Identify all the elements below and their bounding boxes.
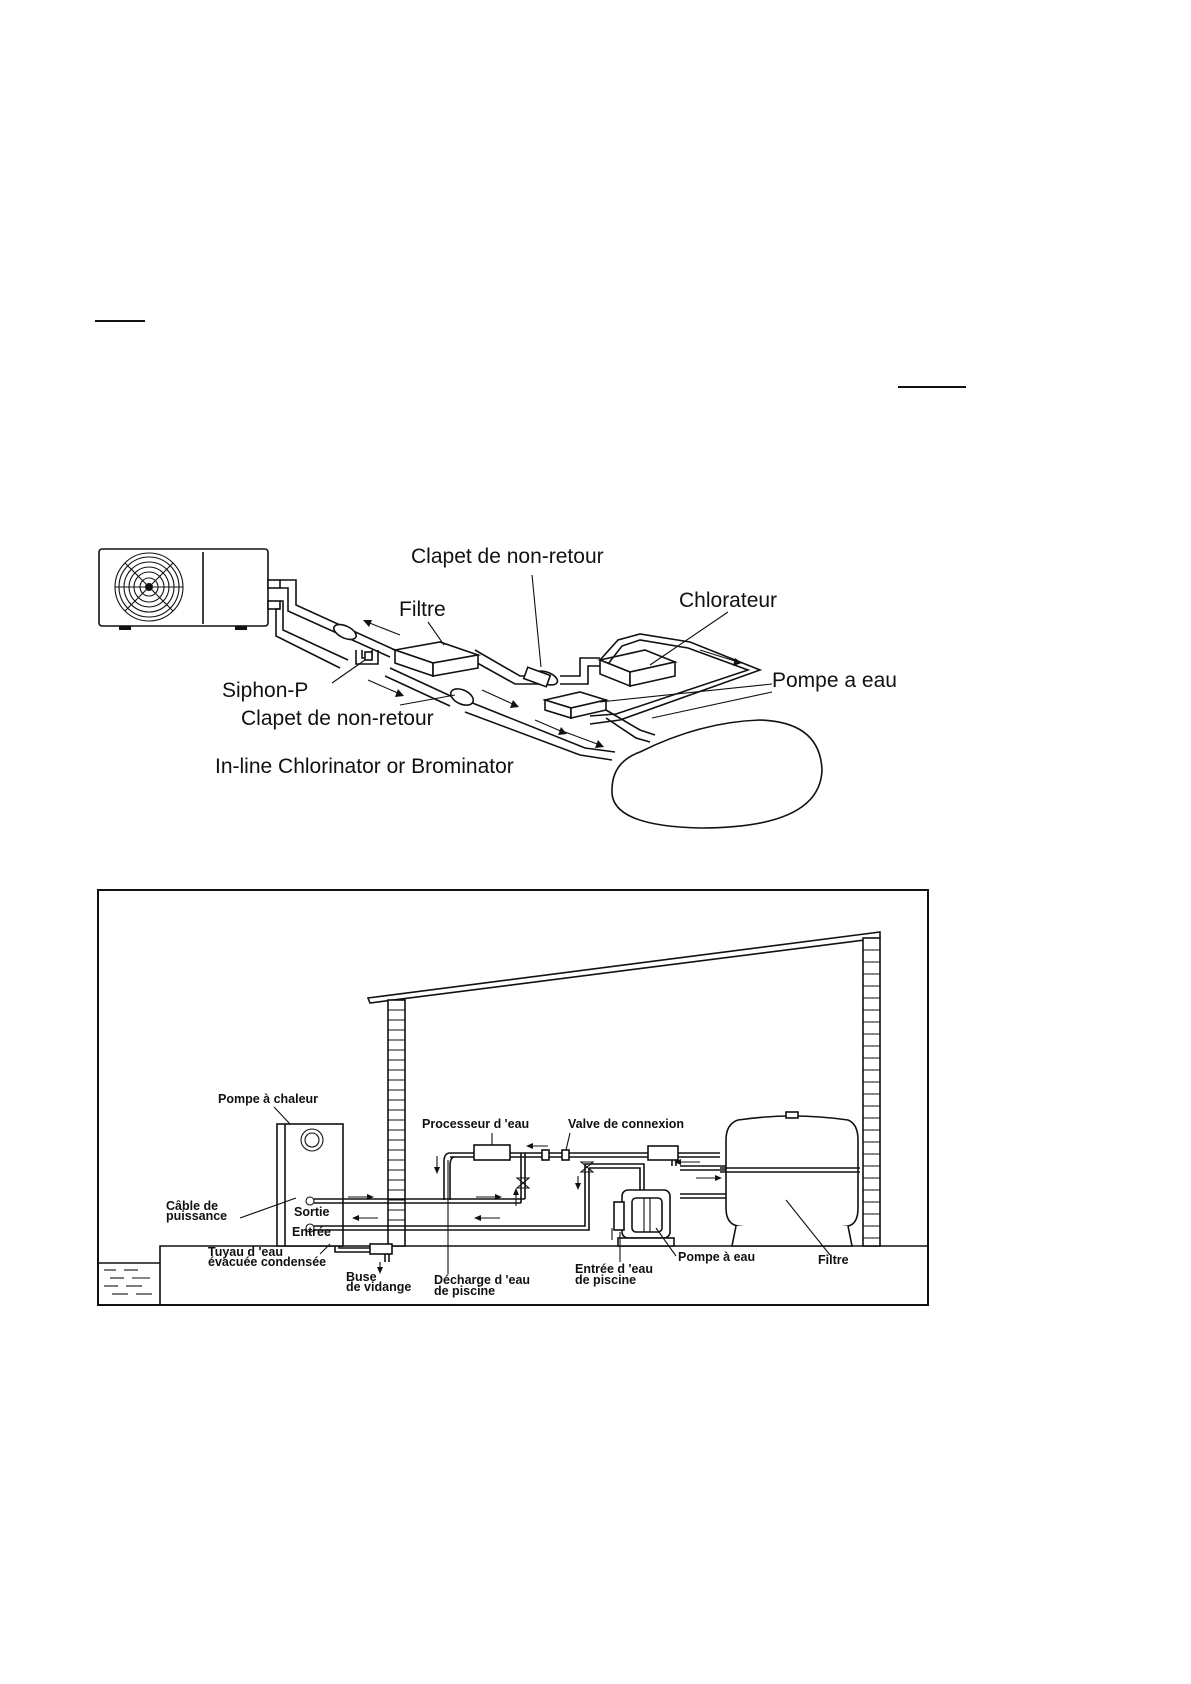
label-decharge-2: de piscine <box>434 1284 495 1298</box>
label-tuyau-2: évacuée condensée <box>208 1255 326 1269</box>
label-sortie: Sortie <box>294 1205 329 1219</box>
label-buse-2: de vidange <box>346 1280 411 1294</box>
label-valve: Valve de connexion <box>568 1117 684 1131</box>
brick-wall-right <box>863 938 880 1246</box>
roof <box>368 932 880 1003</box>
label-entree-piscine-2: de piscine <box>575 1273 636 1287</box>
label-entree: Entrée <box>292 1225 331 1239</box>
label-cable-2: puissance <box>166 1209 227 1223</box>
brick-wall-left <box>388 1000 405 1246</box>
label-filtre-indoor: Filtre <box>818 1253 849 1267</box>
filter-tank <box>720 1112 860 1246</box>
water-pump-indoor <box>614 1190 674 1246</box>
pool-water <box>104 1270 152 1294</box>
label-pompe-eau: Pompe à eau <box>678 1250 755 1264</box>
water-processor <box>474 1145 510 1160</box>
label-processeur: Processeur d 'eau <box>422 1117 529 1131</box>
label-pompe-chaleur: Pompe à chaleur <box>218 1092 318 1106</box>
